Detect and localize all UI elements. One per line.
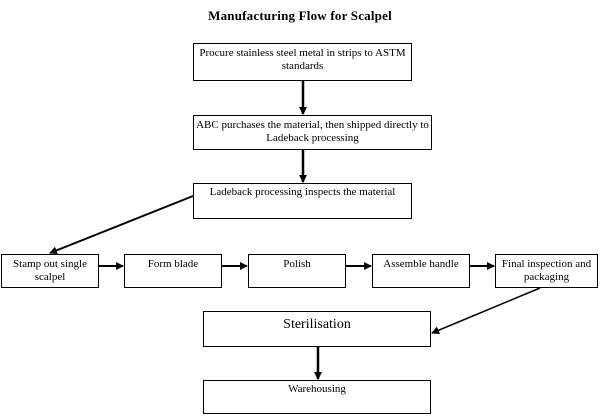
- node-warehousing: Warehousing: [203, 380, 431, 414]
- node-sterilisation: Sterilisation: [203, 311, 431, 347]
- node-polish: Polish: [248, 254, 346, 288]
- node-procure: Procure stainless steel metal in strips …: [193, 43, 412, 81]
- node-abc-purchase: ABC purchases the material, then shipped…: [193, 115, 432, 150]
- arrow-final-to-sterilisation: [431, 287, 541, 334]
- arrow-inspect-to-stamp: [49, 195, 194, 255]
- diagram-title: Manufacturing Flow for Scalpel: [208, 8, 392, 23]
- node-assemble: Assemble handle: [372, 254, 470, 288]
- node-inspect-material: Ladeback processing inspects the materia…: [193, 183, 412, 219]
- node-final-inspection: Final inspection and packaging: [495, 254, 598, 288]
- node-form-blade: Form blade: [124, 254, 222, 288]
- node-stamp: Stamp out single scalpel: [1, 254, 99, 288]
